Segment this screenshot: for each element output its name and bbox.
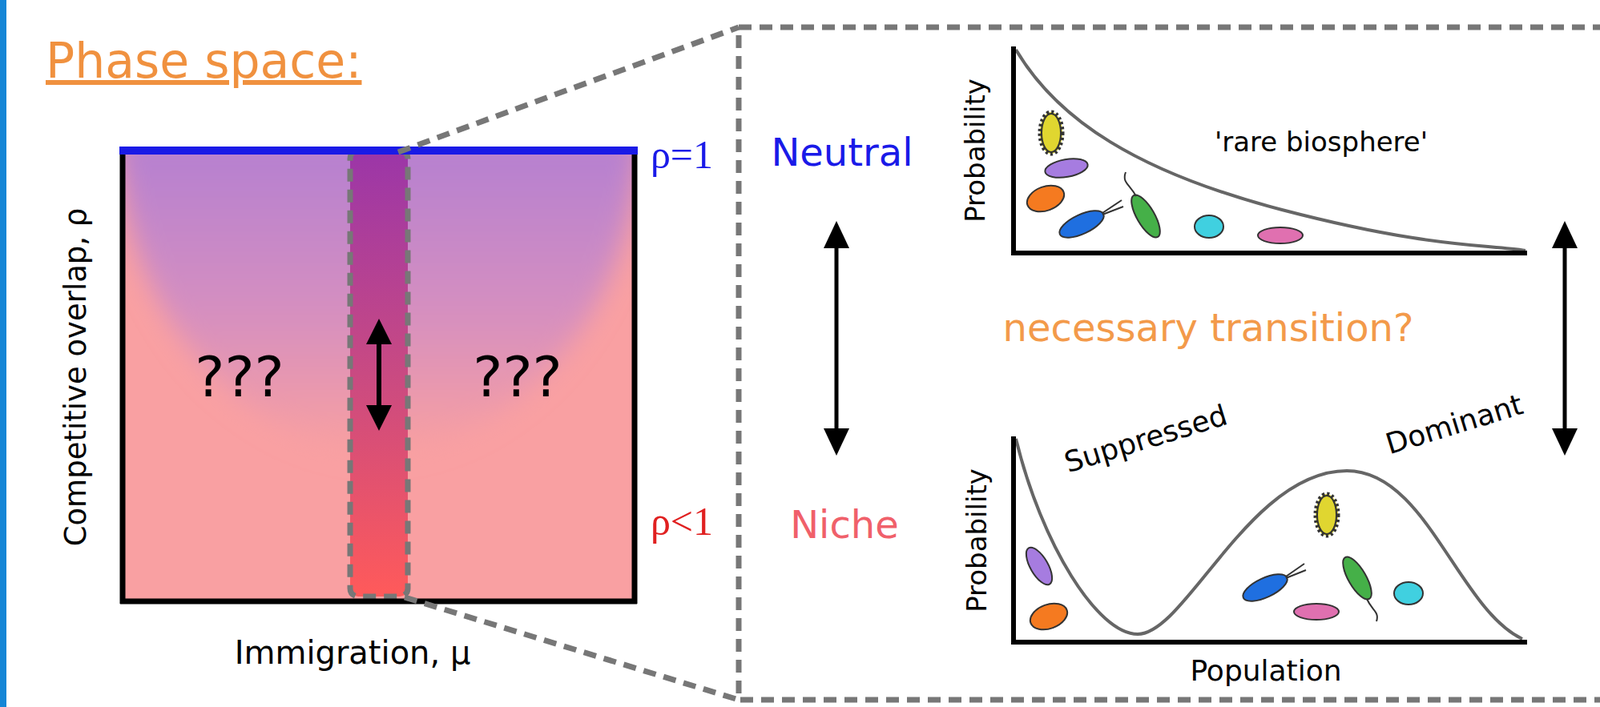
axis-label: Probability	[959, 78, 992, 223]
plot-annotation: 'rare biosphere'	[1214, 126, 1428, 158]
zoom-lines	[398, 27, 1600, 701]
phase-space-square: ??????	[122, 150, 635, 602]
unknown-phase: ???	[194, 345, 284, 411]
neutral-plot	[1011, 46, 1528, 256]
plot-annotation: Suppressed	[1060, 398, 1232, 480]
title: Phase space:	[45, 33, 362, 89]
phase-space-plot	[112, 136, 645, 605]
axis-label: Population	[1189, 654, 1342, 688]
regime-label: Niche	[789, 503, 899, 548]
plot-annotation: Dominant	[1381, 387, 1527, 461]
zoom-panel: NeutralNiche necessary transition?	[738, 27, 1600, 701]
regime-label: Neutral	[770, 130, 913, 175]
axis-label: Probability	[961, 468, 993, 613]
rho-value: ρ=1	[650, 132, 714, 179]
rho-value: ρ<1	[650, 499, 714, 546]
axis-label: Immigration, μ	[234, 634, 472, 672]
axis-label: Competitive overlap, ρ	[59, 208, 94, 548]
unknown-phase: ???	[472, 345, 562, 411]
question-label: necessary transition?	[1003, 306, 1415, 351]
side-bar	[0, 0, 7, 707]
